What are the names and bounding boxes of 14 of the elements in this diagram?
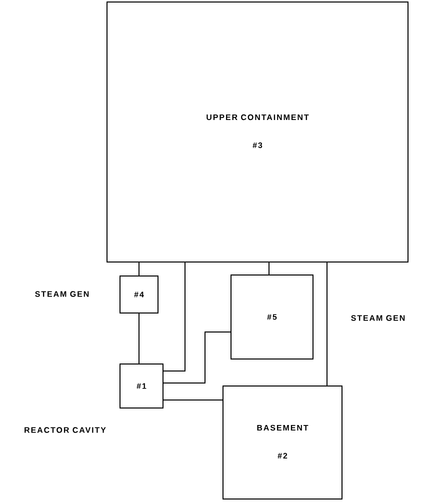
compartment-box: UPPER CONTAINMENT #3 xyxy=(106,2,408,262)
connector-line xyxy=(138,313,140,364)
compartment-label: STEAM GEN xyxy=(35,291,89,297)
connector-line xyxy=(268,262,270,275)
compartment-box: #4 xyxy=(120,276,158,314)
connector-line xyxy=(326,262,328,386)
connector-line xyxy=(138,262,140,276)
compartment-box: #1 xyxy=(120,364,164,408)
compartment-box: #5 xyxy=(230,274,314,360)
connector-line xyxy=(163,332,231,384)
connector-line xyxy=(163,262,186,372)
compartment-label: REACTOR CAVITY xyxy=(24,427,106,433)
compartment-label: STEAM GEN xyxy=(351,315,405,321)
compartment-box: BASEMENT #2 xyxy=(222,386,342,500)
